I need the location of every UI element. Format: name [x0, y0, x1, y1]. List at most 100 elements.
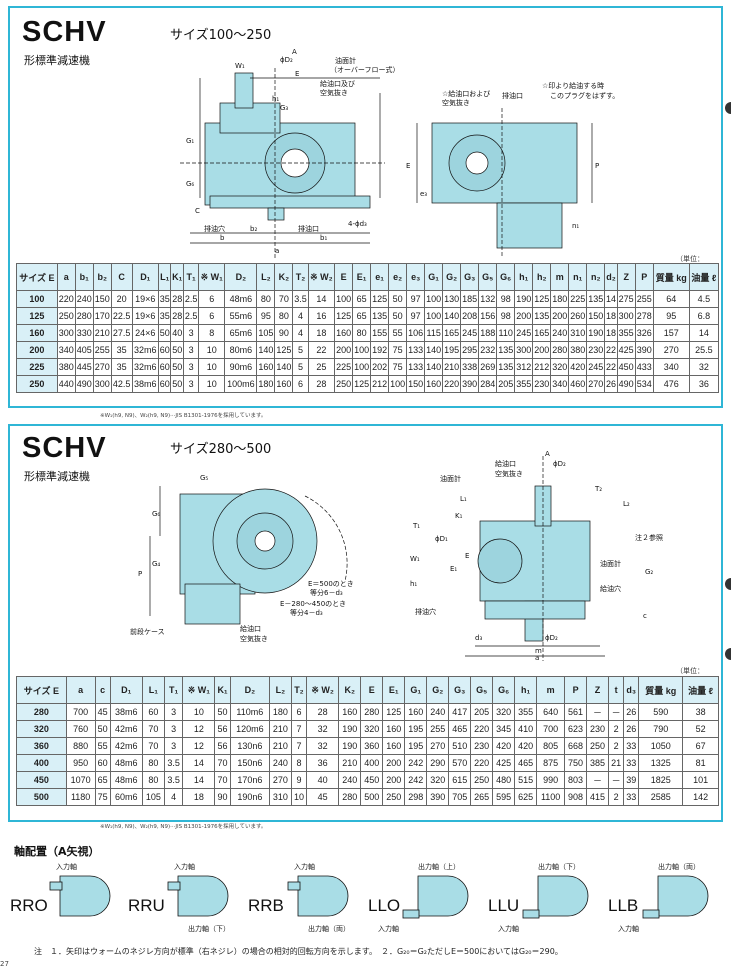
value-cell: 225: [334, 358, 354, 376]
value-cell: 56: [214, 737, 231, 755]
value-cell: 270: [268, 771, 292, 789]
large-bore: [254, 530, 276, 552]
table-header: G₁: [404, 676, 428, 704]
value-cell: 320: [550, 358, 570, 376]
value-cell: 6: [290, 703, 308, 721]
table-header: P: [564, 676, 588, 704]
value-cell: 10: [198, 375, 226, 393]
gear-silhouette-icon: [522, 875, 589, 919]
value-cell: 190: [514, 290, 534, 308]
value-cell: 450: [360, 771, 384, 789]
label-e: E: [295, 70, 299, 78]
value-cell: 22.5: [110, 307, 133, 325]
arrangement-label-2: 出力軸（下）: [188, 925, 230, 933]
value-cell: 50: [158, 324, 172, 342]
value-cell: 150: [406, 375, 426, 393]
value-cell: 28: [170, 290, 185, 308]
value-cell: 45: [94, 703, 111, 721]
value-cell: 260: [568, 307, 588, 325]
value-cell: 380: [568, 341, 588, 359]
label-d1-b: ϕD₁: [435, 535, 448, 543]
value-cell: 380: [56, 358, 76, 376]
footnote-2: ※W₁(h9, N9)、W₂(h9, N9)···JIS B1301-1976を…: [100, 824, 267, 830]
binder-hole-lower: [725, 648, 731, 660]
value-cell: 81: [682, 754, 719, 772]
value-cell: 195: [404, 737, 428, 755]
base-plate: [209, 195, 371, 209]
model-subtitle-2: 形標準減速機: [24, 470, 90, 483]
value-cell: 160: [382, 737, 406, 755]
value-cell: 1100: [536, 788, 566, 806]
value-cell: 40: [305, 771, 340, 789]
gear-silhouette-icon: [49, 875, 111, 917]
value-cell: 269: [478, 358, 498, 376]
model-name-2: SCHV: [22, 432, 107, 464]
value-cell: 240: [74, 290, 94, 308]
value-cell: 55: [388, 324, 408, 342]
value-cell: 240: [426, 703, 450, 721]
value-cell: 75: [388, 358, 408, 376]
value-cell: 160: [404, 703, 428, 721]
value-cell: 255: [634, 290, 654, 308]
value-cell: 280: [74, 307, 94, 325]
value-cell: 80: [352, 324, 372, 342]
value-cell: 2: [608, 788, 625, 806]
label-e-b: E: [465, 552, 469, 560]
value-cell: 225: [568, 290, 588, 308]
value-cell: 230: [586, 720, 610, 738]
value-cell: 55: [94, 737, 111, 755]
value-cell: 345: [492, 720, 516, 738]
size-cell: 160: [16, 324, 58, 342]
table-header: ※ W₂: [307, 263, 336, 291]
value-cell: 100: [424, 307, 444, 325]
label-star-note: ☆印より給油する時: [542, 81, 604, 90]
value-cell: 1325: [638, 754, 684, 772]
table-header: K₁: [214, 676, 231, 704]
label-e1-b: E₁: [450, 565, 457, 573]
label-oil3-b: 給油穴: [600, 584, 621, 593]
value-cell: 355: [514, 703, 538, 721]
label-g1: G₁: [186, 137, 194, 145]
table-header: c: [94, 676, 111, 704]
value-cell: 160: [382, 720, 406, 738]
label-c: C: [195, 207, 200, 215]
value-cell: 212: [370, 375, 390, 393]
front-bore: [465, 151, 489, 175]
value-cell: 232: [478, 341, 498, 359]
page-number: 27: [0, 960, 9, 968]
value-cell: 417: [448, 703, 472, 721]
schv-280-500-panel: SCHV 形標準減速機 サイズ280～500 G₅ G₆ G₄ P E＝500の…: [8, 424, 723, 830]
label-w1: W₁: [235, 62, 245, 70]
value-cell: 165: [442, 324, 462, 342]
value-cell: 240: [338, 771, 362, 789]
value-cell: 165: [532, 324, 552, 342]
arrangement-code: LLO: [368, 896, 401, 915]
table-header: サイズ E: [16, 676, 67, 704]
size-cell: 450: [16, 771, 67, 789]
size-cell: 360: [16, 737, 67, 755]
value-cell: 410: [514, 720, 538, 738]
value-cell: 561: [564, 703, 588, 721]
value-cell: 125: [334, 307, 354, 325]
value-cell: 26: [623, 703, 640, 721]
value-cell: 60: [158, 358, 172, 376]
value-cell: 245: [514, 324, 534, 342]
arrangement-label-1: 入力軸: [294, 863, 315, 871]
table-header: サイズ E: [16, 263, 58, 291]
value-cell: 22: [604, 341, 618, 359]
value-cell: 12: [182, 737, 216, 755]
value-cell: 80: [256, 290, 276, 308]
value-cell: 440: [56, 375, 76, 393]
value-cell: 40: [170, 324, 185, 342]
value-cell: 338: [460, 358, 480, 376]
table-header: D₁: [109, 676, 143, 704]
table-header: T₁: [163, 676, 184, 704]
table-header: E₁: [352, 263, 372, 291]
value-cell: 140: [274, 358, 294, 376]
value-cell: 425: [492, 754, 516, 772]
value-cell: 19×6: [131, 307, 160, 325]
value-cell: 2.5: [183, 307, 200, 325]
